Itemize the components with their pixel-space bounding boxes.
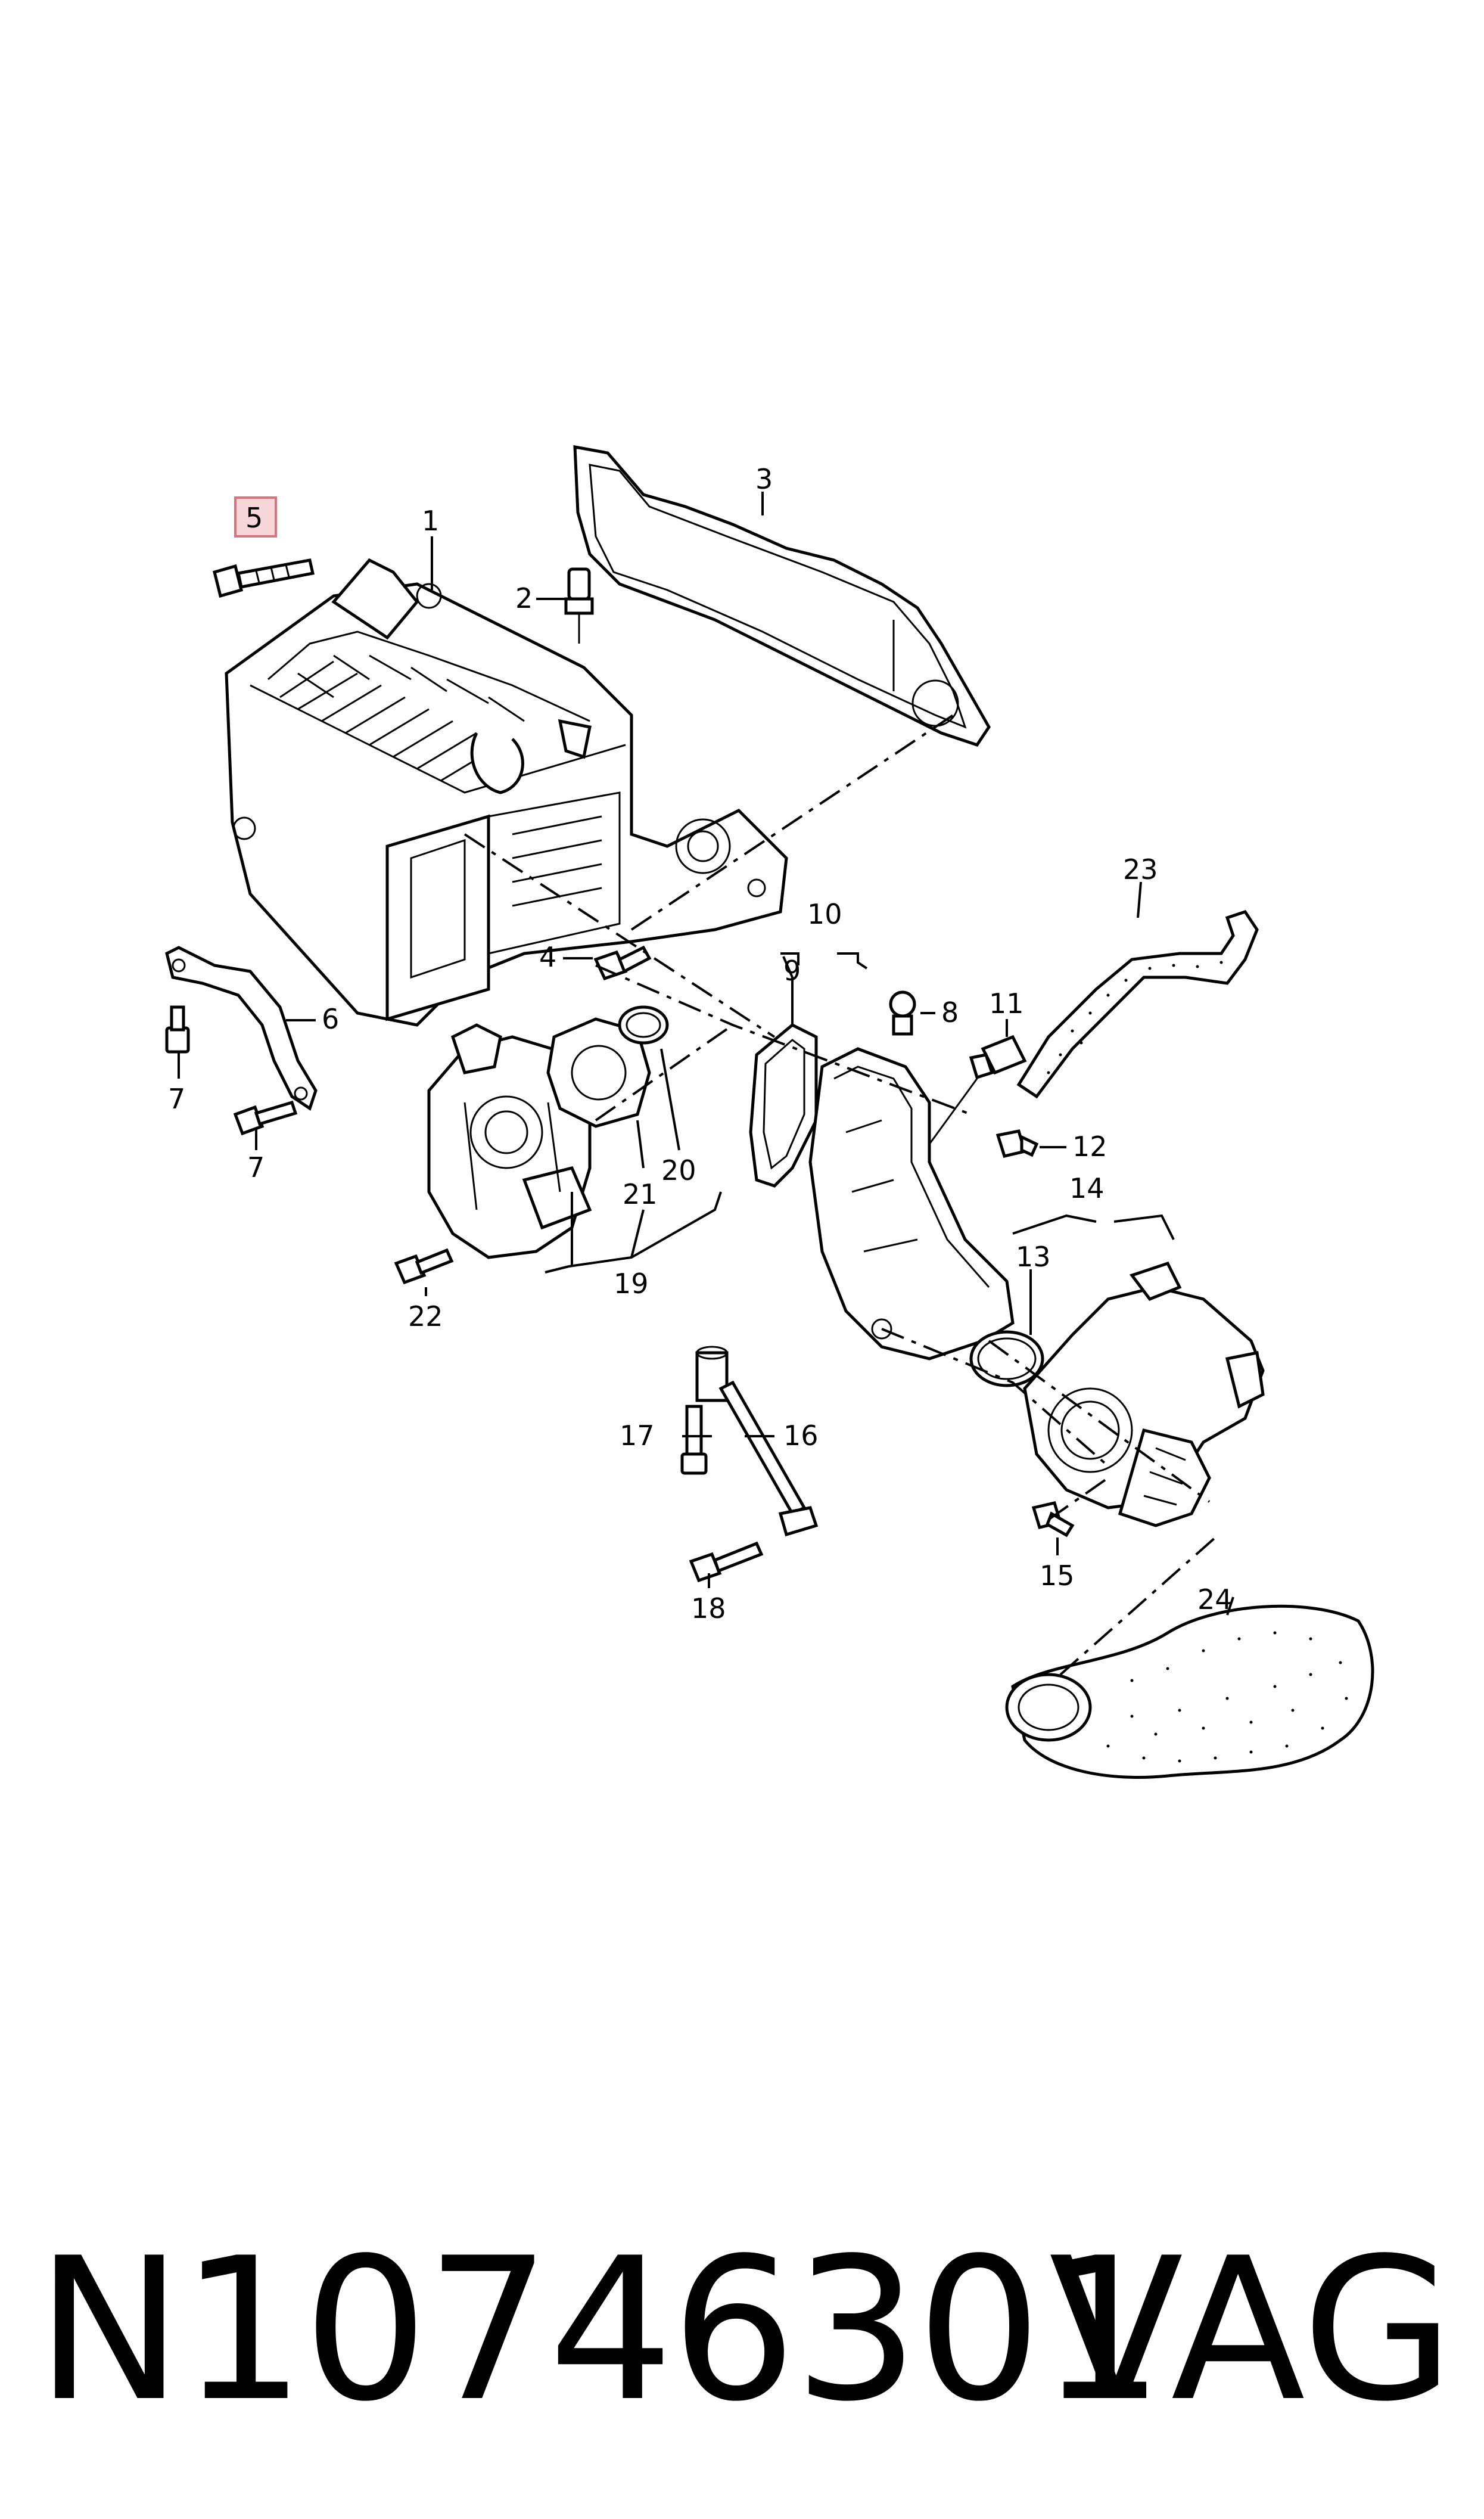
callout-5: 5	[245, 502, 263, 534]
callout-12: 12	[1072, 1130, 1107, 1163]
callout-2: 2	[515, 582, 533, 614]
bolt-part-7a	[165, 1005, 190, 1054]
bolt-part-5	[212, 558, 315, 598]
rod-part-16	[695, 1346, 819, 1537]
egr-cooler-part-1	[225, 558, 788, 1027]
bolt-part-4	[593, 945, 652, 981]
callout-10: 10	[807, 898, 842, 930]
oring-part-13	[969, 1330, 1044, 1387]
part-number: N10746301	[36, 2216, 1165, 2445]
brand-name: VAG	[1049, 2216, 1454, 2445]
bolt-part-22	[394, 1248, 454, 1285]
screw-part-17	[680, 1405, 708, 1475]
callout-6: 6	[322, 1003, 339, 1035]
bolt-part-7b	[233, 1100, 298, 1136]
callout-18: 18	[691, 1592, 726, 1625]
footer: N10746301 VAG	[0, 2205, 1484, 2455]
callout-7b: 7	[247, 1151, 265, 1184]
callout-labels: 5 1 2 3 4 6 7 7 8 9 10 11 12 13 14 15 16…	[168, 463, 1233, 1625]
callout-14: 14	[1069, 1172, 1105, 1204]
leader-lines	[178, 492, 1234, 1616]
hose-part-23	[1016, 910, 1259, 1099]
sensor-part-2	[564, 567, 594, 644]
intake-pipe-part-10	[808, 1047, 1015, 1361]
callout-17: 17	[620, 1420, 655, 1452]
gasket-part-9	[749, 1023, 818, 1188]
hose-part-24	[1005, 1604, 1374, 1779]
callout-22: 22	[408, 1300, 443, 1333]
bolt-part-15	[1031, 1501, 1075, 1538]
throttle-part-14	[1023, 1261, 1265, 1527]
sensor-part-11	[928, 1035, 1027, 1145]
callout-9: 9	[783, 955, 801, 987]
callout-23: 23	[1123, 853, 1158, 886]
highlight-box	[234, 496, 277, 538]
callout-4: 4	[539, 941, 556, 973]
parts-diagram: 5 1 2 3 4 6 7 7 8 9 10 11 12 13 14 15 16…	[165, 445, 1374, 1779]
bolt-part-12	[995, 1129, 1039, 1158]
assembly-lines	[463, 714, 1217, 1676]
callout-24: 24	[1197, 1583, 1233, 1616]
callout-19: 19	[614, 1268, 649, 1300]
bolt-part-18	[689, 1541, 764, 1583]
callout-11: 11	[989, 987, 1024, 1020]
callout-7a: 7	[168, 1083, 185, 1115]
callout-13: 13	[1016, 1241, 1051, 1273]
bracket-part-6	[165, 946, 318, 1111]
callout-21: 21	[623, 1178, 658, 1210]
callout-8: 8	[941, 996, 959, 1029]
stud-part-8	[889, 990, 916, 1036]
callout-3: 3	[755, 463, 773, 495]
callout-20: 20	[661, 1154, 696, 1186]
callout-16: 16	[783, 1420, 819, 1452]
oring-part-20	[618, 1005, 669, 1045]
callout-15: 15	[1040, 1560, 1075, 1592]
callout-1: 1	[422, 505, 439, 537]
egr-valve-part-19	[427, 1023, 592, 1259]
gasket-part-3	[573, 445, 991, 747]
